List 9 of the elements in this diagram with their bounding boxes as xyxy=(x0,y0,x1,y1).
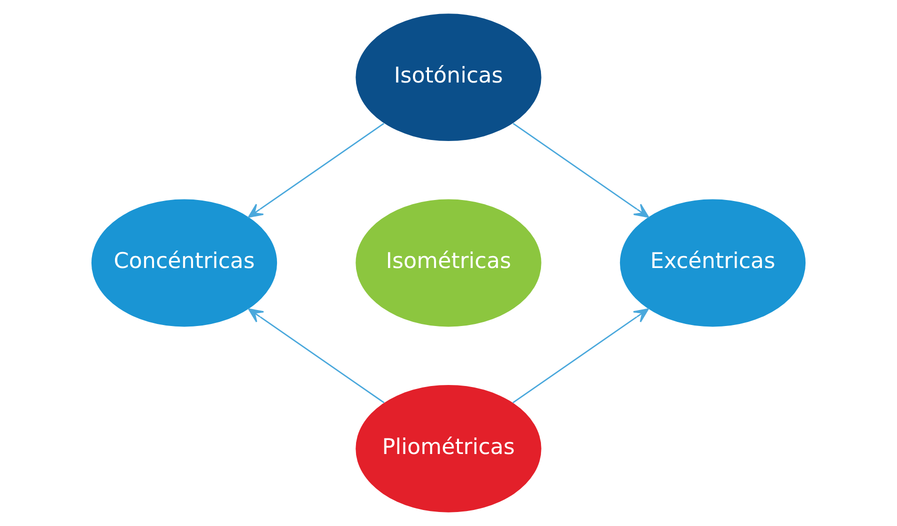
arrow xyxy=(248,122,384,218)
node-ellipse: Concéntricas xyxy=(91,199,278,327)
node-ellipse: Isométricas xyxy=(356,199,542,327)
arrow xyxy=(248,308,384,404)
arrow xyxy=(512,308,649,404)
arrow xyxy=(512,122,649,218)
node-ellipse: Excéntricas xyxy=(620,199,806,327)
node-ellipse: Pliométricas xyxy=(356,384,542,512)
node-ellipse: Isotónicas xyxy=(356,14,542,142)
